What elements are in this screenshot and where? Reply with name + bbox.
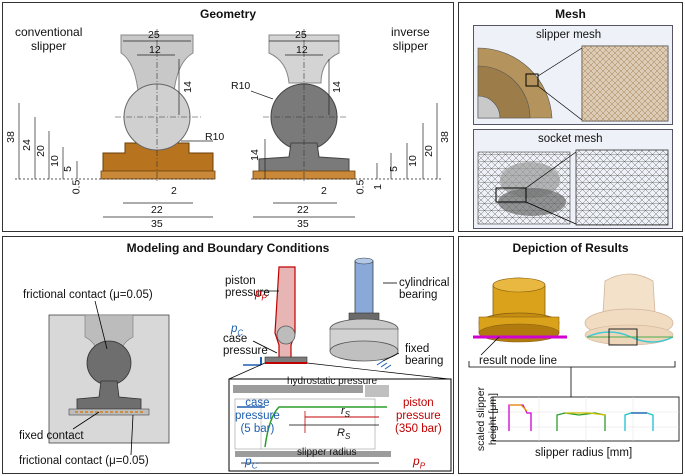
rs-big-label: RS xyxy=(337,427,351,442)
slipper-mesh-box: slipper mesh xyxy=(473,25,673,125)
frictional-contact-top-label: frictional contact (μ=0.05) xyxy=(23,289,153,301)
dim-14-right: 14 xyxy=(330,81,343,93)
dim-35-right: 35 xyxy=(297,218,309,230)
modeling-drawing xyxy=(48,257,452,472)
translucent-slipper xyxy=(584,273,674,346)
dim-22-right: 22 xyxy=(297,204,309,216)
conventional-slipper-shape xyxy=(100,29,216,181)
dim-14-inner-right: 14 xyxy=(248,149,261,161)
zoom-connector xyxy=(228,362,450,380)
dim-2-right: 2 xyxy=(321,185,327,197)
inverse-slipper-shape xyxy=(252,29,356,181)
case-pressure-5bar-label: case pressure (5 bar) xyxy=(235,397,280,435)
result-node-line-label: result node line xyxy=(479,355,557,367)
dim-35-left: 35 xyxy=(151,218,163,230)
pressure-schematic xyxy=(243,266,308,366)
results-panel: Depiction of Results xyxy=(458,236,683,474)
case-pressure-symbol: pC xyxy=(231,323,244,338)
modeling-panel: Modeling and Boundary Conditions xyxy=(2,236,454,474)
case-pressure-label: case pressure xyxy=(223,333,268,357)
results-title: Depiction of Results xyxy=(512,241,629,255)
dim-10-left: 10 xyxy=(48,155,61,167)
inverse-dimension-lines xyxy=(250,40,443,218)
cylindrical-bearing-label: cylindrical bearing xyxy=(399,277,450,301)
geometry-title: Geometry xyxy=(199,7,257,21)
gold-slipper xyxy=(473,277,567,356)
dim-5-left: 5 xyxy=(61,166,74,172)
dim-24-left: 24 xyxy=(20,139,33,151)
mesh-title: Mesh xyxy=(555,7,586,21)
dim-05-left: 0.5 xyxy=(70,179,83,195)
slipper-mesh-image xyxy=(477,45,669,122)
socket-mesh-image xyxy=(477,149,669,226)
slipper-mesh-label: slipper mesh xyxy=(536,29,602,41)
dim-r10-right: R10 xyxy=(231,80,251,92)
dim-20-left: 20 xyxy=(34,145,47,157)
results-ylabel: scaled slipper height [μm] xyxy=(475,386,500,452)
dim-r10-left: R10 xyxy=(205,131,225,143)
modeling-title: Modeling and Boundary Conditions xyxy=(126,241,330,255)
rs-small-label: rS xyxy=(341,405,351,420)
fixed-contact-label: fixed contact xyxy=(19,430,84,442)
dim-10-right: 10 xyxy=(406,155,419,167)
boundary-model xyxy=(48,300,170,456)
socket-mesh-box: socket mesh xyxy=(473,129,673,229)
dim-22-left: 22 xyxy=(151,204,163,216)
piston-pressure-symbol: pP xyxy=(255,288,267,303)
zoom-content xyxy=(233,385,391,464)
dim-5-right: 5 xyxy=(387,166,400,172)
dim-38-left: 38 xyxy=(4,131,17,143)
geometry-drawing xyxy=(15,29,443,218)
pc-bottom-symbol: pC xyxy=(245,454,258,471)
dim-25-right: 25 xyxy=(295,29,307,41)
frictional-contact-bottom-label: frictional contact (μ=0.05) xyxy=(19,455,149,467)
piston-pressure-350bar-label: piston pressure (350 bar) xyxy=(395,397,442,435)
fixed-bearing-label: fixed bearing xyxy=(405,343,444,367)
dim-05-right: 0.5 xyxy=(354,179,367,195)
dim-2-left: 2 xyxy=(171,185,177,197)
dim-38-right: 38 xyxy=(438,131,451,143)
slipper-radius-label: slipper radius xyxy=(297,447,357,458)
dim-25-left: 25 xyxy=(148,29,160,41)
result-plot-grid xyxy=(493,397,679,441)
socket-mesh-label: socket mesh xyxy=(538,133,603,145)
dim-12-right: 12 xyxy=(296,44,308,56)
geometry-panel: Geometry conventional slipper inverse sl… xyxy=(2,2,454,232)
inverse-slipper-label: inverse slipper xyxy=(391,25,430,53)
results-drawing xyxy=(468,273,680,442)
mesh-panel: Mesh slipper mesh socket mesh xyxy=(458,2,683,232)
conventional-dimension-lines xyxy=(15,40,215,218)
dim-14-left: 14 xyxy=(181,81,194,93)
result-plot-curves xyxy=(508,404,654,431)
dim-20-right: 20 xyxy=(422,145,435,157)
dim-12-left: 12 xyxy=(149,44,161,56)
pp-bottom-symbol: pP xyxy=(413,454,426,471)
piston-pressure-label: piston pressure xyxy=(225,275,270,299)
hydrostatic-pressure-label: hydrostatic pressure xyxy=(287,376,378,387)
bearing-drawing xyxy=(329,257,400,370)
dim-1-right: 1 xyxy=(371,184,384,190)
conventional-slipper-label: conventional slipper xyxy=(15,25,83,53)
results-xlabel: slipper radius [mm] xyxy=(535,447,633,459)
